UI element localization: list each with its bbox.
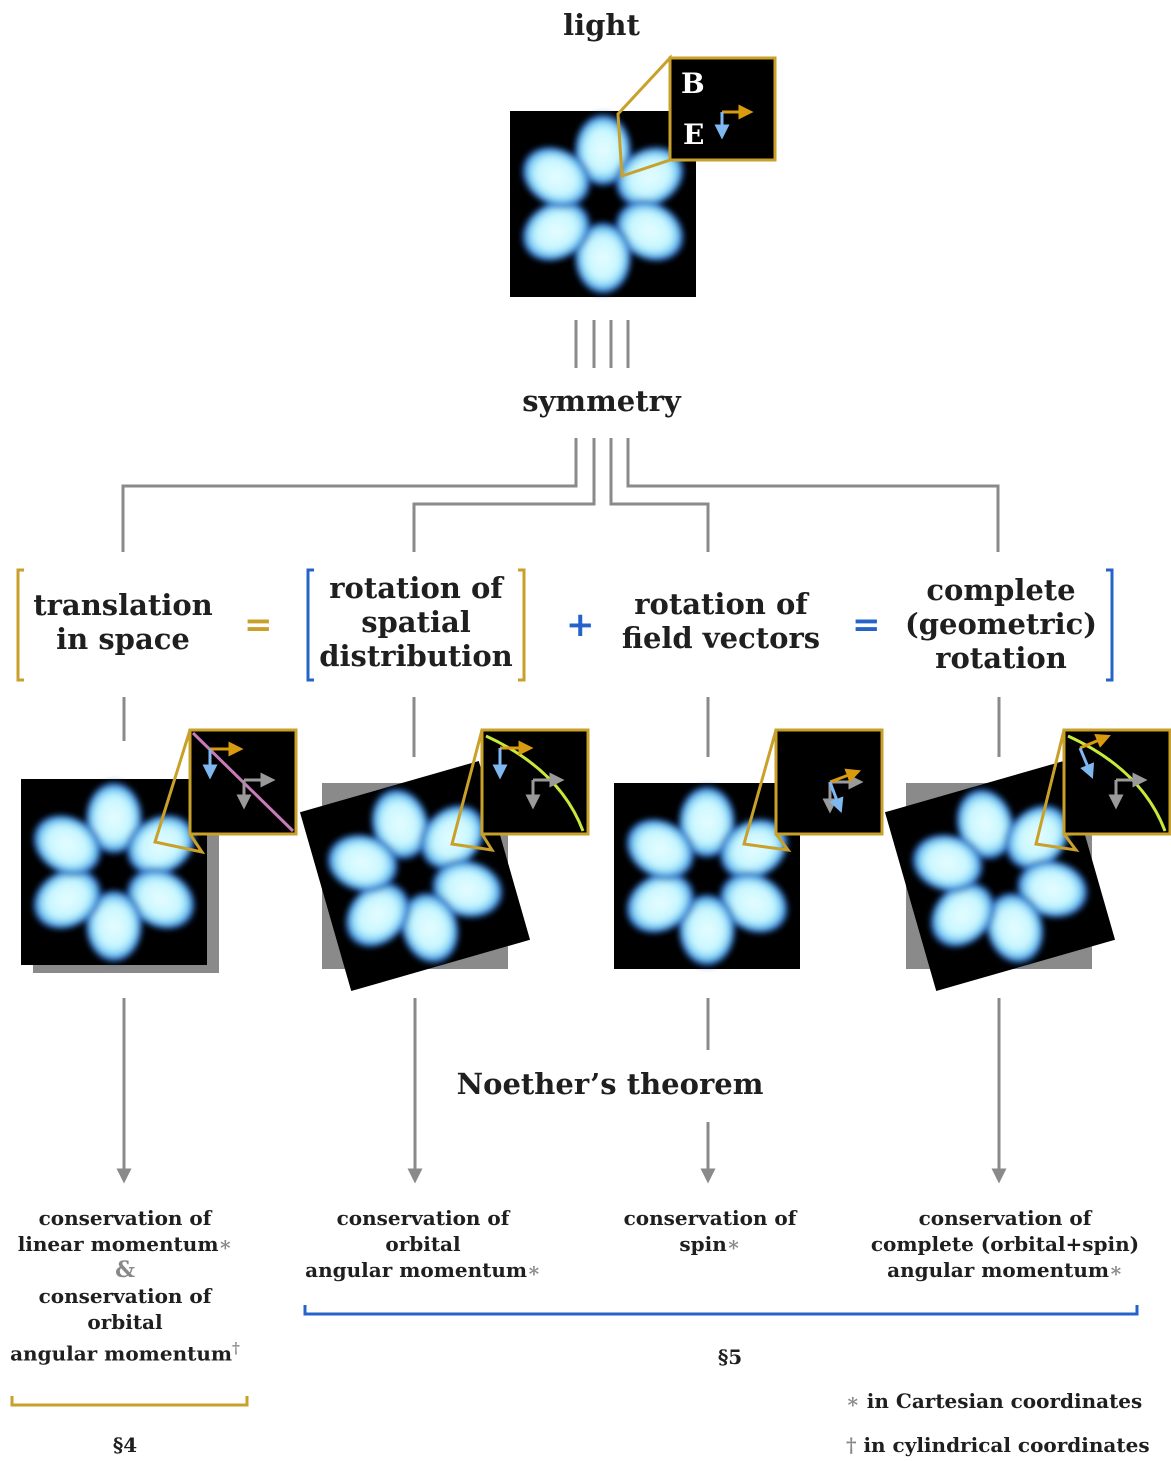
label-field-rotation: rotation of field vectors [621, 587, 821, 655]
inset-label-b: B [681, 67, 705, 100]
footnote-symbol: ∗ [846, 1389, 860, 1413]
result-line: angular momentum† [0, 1335, 250, 1367]
field-vector-inset [616, 54, 777, 179]
result-linear-momentum: conservation of linear momentum∗ & conse… [0, 1205, 250, 1367]
result-line: orbital [87, 1310, 163, 1334]
result-line: linear momentum∗ [0, 1231, 250, 1257]
result-line: angular momentum∗ [860, 1257, 1150, 1283]
result-line-text: linear momentum [17, 1232, 219, 1256]
section-4-bracket [10, 1396, 249, 1407]
result-line: conservation of [336, 1206, 510, 1230]
footnote-cartesian: ∗ in Cartesian coordinates [846, 1386, 1142, 1416]
footnote-text: in cylindrical coordinates [863, 1433, 1150, 1457]
field-rotated-pattern [612, 728, 884, 969]
section-4-label: §4 [112, 1433, 138, 1457]
result-line-text: angular momentum [305, 1258, 528, 1282]
result-orbital-angular-momentum: conservation of orbital angular momentum… [298, 1205, 548, 1283]
cartesian-marker: ∗ [726, 1232, 741, 1256]
gold-bracket [16, 568, 526, 682]
label-complete-rotation: complete (geometric) rotation [905, 573, 1097, 675]
footnote-text: in Cartesian coordinates [866, 1389, 1143, 1413]
result-spin: conservation of spin∗ [600, 1205, 820, 1257]
and-sign: & [115, 1257, 135, 1283]
symmetry-label: symmetry [522, 384, 681, 418]
result-line-text: angular momentum [887, 1258, 1110, 1282]
label-translation: translation in space [33, 588, 213, 656]
blue-bracket [306, 568, 1114, 682]
result-line: conservation of [38, 1206, 212, 1230]
result-line: spin∗ [600, 1231, 820, 1257]
result-line: conservation of [623, 1206, 797, 1230]
result-line: orbital [385, 1232, 461, 1256]
section-5-bracket [303, 1305, 1139, 1316]
inset-label-e: E [683, 118, 705, 151]
footnote-symbol: † [846, 1433, 857, 1457]
operator-plus: + [566, 605, 595, 645]
result-line-text: angular momentum [10, 1341, 233, 1366]
translated-pattern [19, 728, 298, 973]
result-line: angular momentum∗ [298, 1257, 548, 1283]
operator-equals-gold: = [244, 605, 273, 645]
footnote-cylindrical: † in cylindrical coordinates [846, 1430, 1150, 1460]
completely-rotated-pattern [883, 728, 1171, 991]
result-complete-angular-momentum: conservation of complete (orbital+spin) … [860, 1205, 1150, 1283]
result-line-text: spin [679, 1232, 727, 1256]
operator-equals-blue: = [852, 605, 881, 645]
cartesian-marker: ∗ [527, 1258, 541, 1282]
label-connectors [122, 697, 1001, 757]
result-line: conservation of [918, 1206, 1092, 1230]
cartesian-marker: ∗ [1109, 1258, 1123, 1282]
section-5-label: §5 [717, 1345, 743, 1369]
spatially-rotated-pattern [298, 728, 590, 991]
result-line: conservation of [38, 1284, 212, 1308]
noether-arrows [116, 998, 1007, 1184]
noether-label: Noether’s theorem [456, 1067, 764, 1101]
result-line: complete (orbital+spin) [870, 1232, 1140, 1256]
branch-lines [121, 438, 1000, 552]
label-spatial-rotation: rotation of spatial distribution [319, 571, 513, 673]
cartesian-marker: ∗ [218, 1232, 233, 1256]
title-light: light [563, 8, 640, 42]
connector-lines-top [574, 320, 630, 368]
cylindrical-marker: † [232, 1339, 240, 1357]
